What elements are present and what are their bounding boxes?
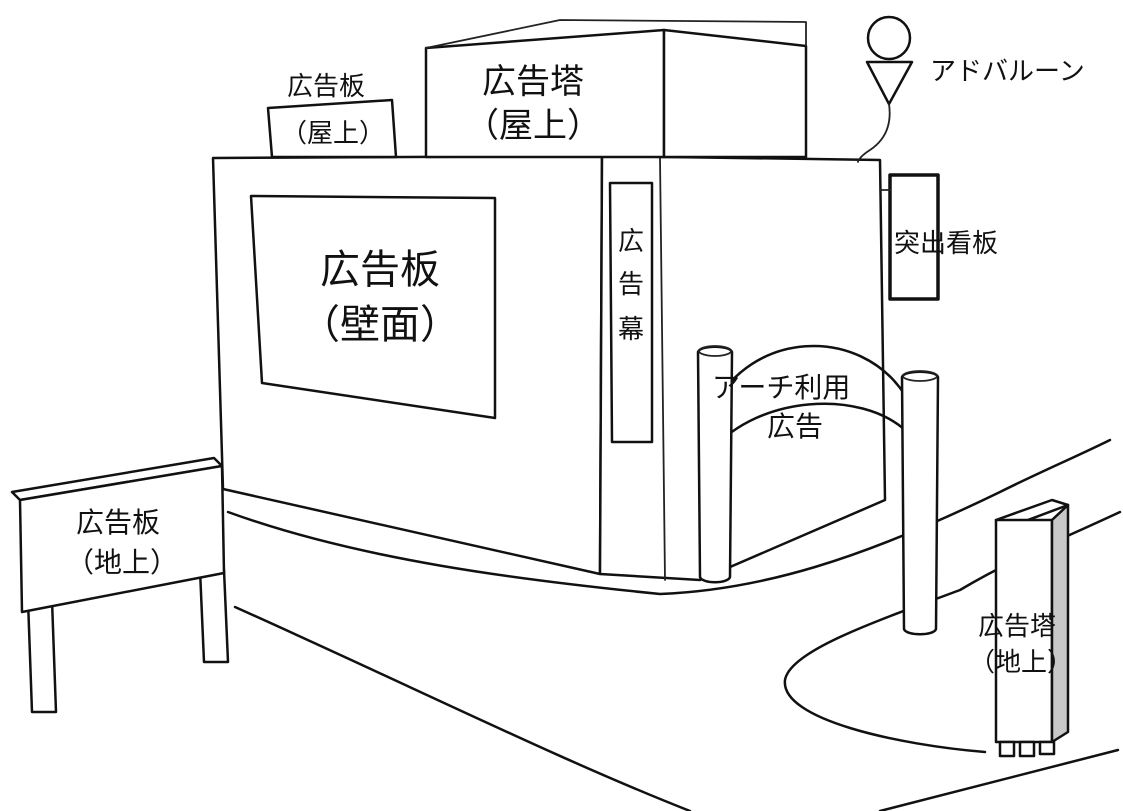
roof-ad-board: 広告板 （屋上）	[266, 72, 398, 159]
ground-board-label-1: 広告板	[76, 506, 160, 539]
road-edge-far	[878, 748, 1120, 811]
arch-right-pillar-top	[902, 370, 938, 382]
building-right-face	[598, 154, 887, 582]
balloon-rope	[857, 103, 891, 163]
ground-tower-label-2: （地上）	[969, 648, 1073, 678]
roof-ad-tower: 広告塔 （屋上）	[424, 19, 808, 159]
arch-label-2: 広告	[767, 410, 823, 443]
curb-line-front	[226, 438, 1112, 596]
ground-tower-foot-2	[1018, 740, 1036, 758]
banner-panel	[608, 181, 654, 444]
wall-board-label-1: 広告板	[320, 247, 440, 293]
ad-balloon: アドバルーン	[857, 15, 1085, 163]
wall-ad-board: 広告板 （壁面）	[249, 194, 497, 420]
building-corner-edge	[659, 157, 666, 581]
roof-tower-label-2: （屋上）	[465, 106, 601, 146]
ground-board-panel	[18, 464, 226, 614]
wall-board-panel	[249, 194, 497, 420]
ground-board-label-2: （地上）	[66, 546, 178, 579]
ad-balloon-label: アドバルーン	[930, 57, 1085, 87]
balloon-ball	[866, 15, 912, 61]
ground-tower-foot-3	[1038, 740, 1056, 756]
arch-ad: アーチ利用 広告	[696, 344, 940, 636]
ground-ad-board: 広告板 （地上）	[10, 456, 230, 714]
vertical-banner: 広 告 幕	[608, 181, 654, 444]
arch-label-1: アーチ利用	[712, 371, 850, 404]
ground-board-post-left	[26, 598, 58, 714]
banner-char-1: 広	[618, 227, 644, 257]
banner-char-3: 幕	[618, 315, 644, 345]
ground-tower-foot-1	[998, 740, 1016, 758]
projecting-sign-panel	[888, 173, 940, 301]
road-edge-left	[233, 605, 692, 811]
roof-board-label-2: （屋上）	[281, 119, 385, 149]
ground-tower-label-1: 広告塔	[978, 612, 1056, 642]
roof-board-label-1: 広告板	[287, 72, 365, 102]
roof-tower-side	[662, 28, 808, 159]
projecting-sign: 突出看板	[879, 173, 998, 301]
arch-right-pillar	[900, 370, 940, 636]
roof-tower-label-1: 広告塔	[482, 62, 584, 102]
projecting-sign-label: 突出看板	[894, 229, 998, 259]
arch-left-pillar-top	[698, 345, 732, 357]
banner-char-2: 告	[618, 270, 644, 300]
wall-board-label-2: （壁面）	[300, 302, 460, 348]
ground-ad-tower: 広告塔 （地上）	[969, 498, 1073, 758]
roof-tower-top-edge	[425, 19, 807, 49]
balloon-banner	[865, 60, 914, 106]
road-edge-right	[783, 510, 1122, 754]
roof-board-panel	[266, 98, 398, 159]
ground-board-post-right	[198, 568, 230, 664]
ground-tower-side	[1050, 503, 1070, 744]
